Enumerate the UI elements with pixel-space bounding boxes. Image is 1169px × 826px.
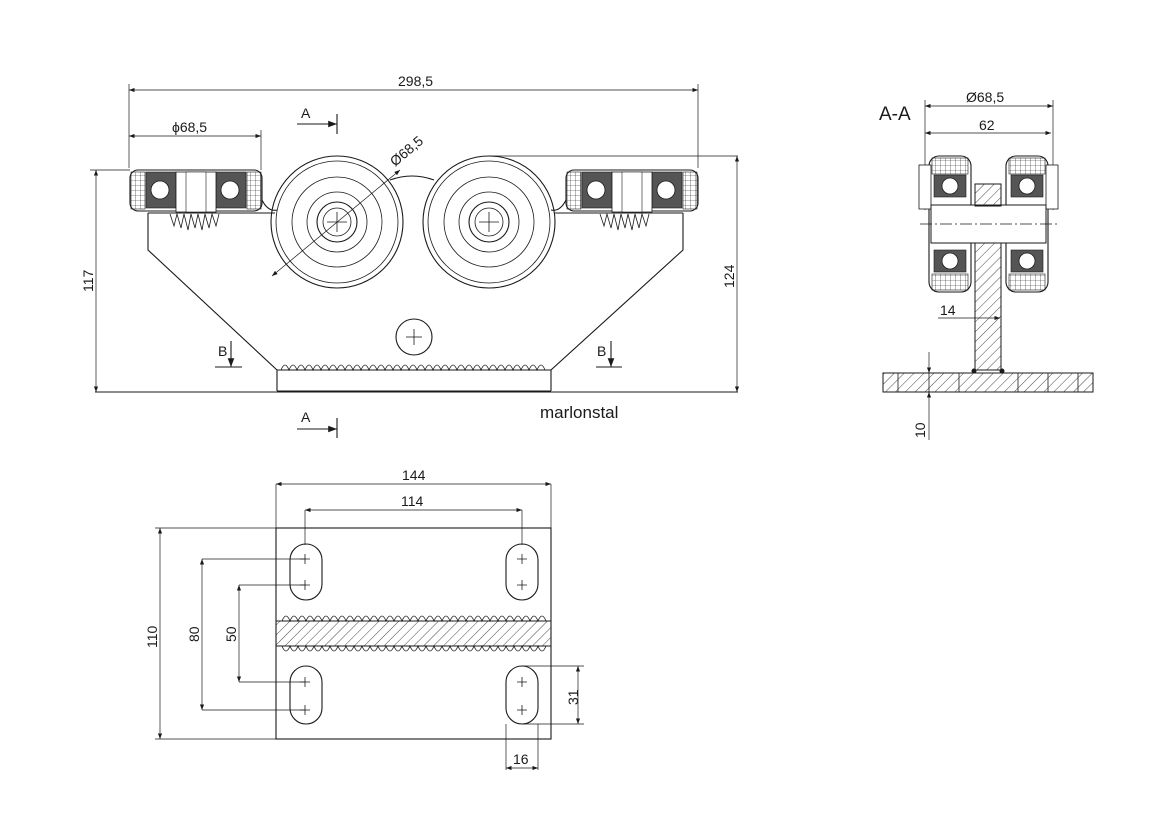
dim-overall-width: 298,5 <box>398 73 433 89</box>
section-marker-a-bottom: A <box>301 409 311 425</box>
dim-slot-span: 80 <box>186 626 202 642</box>
slot-bottom-right <box>505 665 539 725</box>
slot-bottom-left <box>289 665 323 725</box>
slot-top-right <box>505 543 539 601</box>
section-view-a-a: A-A Ø68,5 62 14 <box>879 89 1094 440</box>
dim-slot-width: 16 <box>513 751 529 767</box>
dim-slot-inner: 50 <box>223 626 239 642</box>
dim-plate-height: 110 <box>144 625 160 648</box>
dim-slot-length: 31 <box>565 689 581 705</box>
dim-section-wheel-dia: Ø68,5 <box>966 89 1004 105</box>
slot-top-left <box>289 543 323 601</box>
section-title: A-A <box>879 104 911 125</box>
plan-view: 144 114 110 <box>144 467 584 771</box>
dim-wheel-dia-center: Ø68,5 <box>387 132 427 169</box>
dim-stem-thickness: 14 <box>940 302 956 318</box>
section-marker-b-right: B <box>597 343 606 359</box>
brand-label: marlonstal <box>540 403 618 422</box>
dim-hole-spacing: 114 <box>401 493 424 509</box>
section-marker-b-left: B <box>218 343 227 359</box>
wheel-right-center <box>422 155 556 289</box>
section-marker-a-top: A <box>301 105 311 121</box>
dim-plate-thickness: 10 <box>912 422 928 438</box>
dim-plate-width: 144 <box>402 467 426 483</box>
dim-height-right: 124 <box>721 264 737 288</box>
dim-wheel-dia-left: ϕ68,5 <box>172 119 207 135</box>
dim-height-left: 117 <box>80 269 96 292</box>
dim-section-width: 62 <box>979 117 995 133</box>
front-view: 298,5 ϕ68,5 A <box>80 73 740 438</box>
